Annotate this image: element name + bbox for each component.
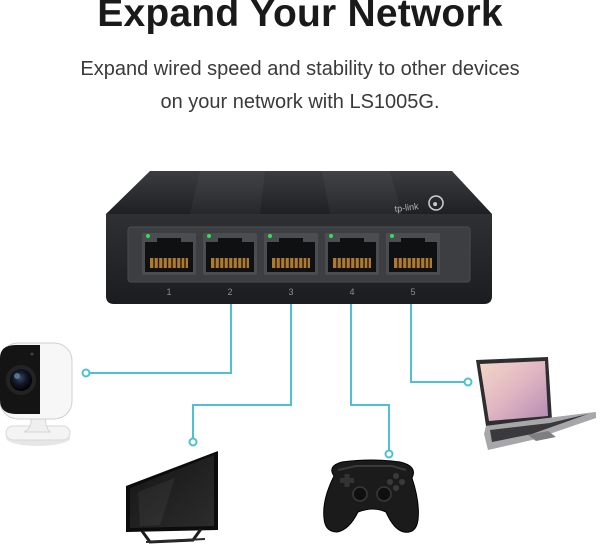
headline: Expand Your Network <box>97 0 503 35</box>
subtitle-line-2: on your network with LS1005G. <box>160 91 440 113</box>
ethernet-cables <box>88 303 466 452</box>
cable-endpoints <box>81 368 473 459</box>
port-led <box>390 234 394 238</box>
port-number-2: 2 <box>227 287 232 297</box>
ethernet-port-2 <box>203 233 257 275</box>
cable-port-4 <box>350 303 390 452</box>
laptop-icon <box>476 357 596 450</box>
port-led <box>207 234 211 238</box>
endpoint-tv <box>188 437 198 447</box>
network-switch: tp-link <box>106 171 492 304</box>
cable-port-5 <box>410 303 466 383</box>
brand-logo <box>428 195 444 211</box>
ethernet-port-3 <box>264 233 318 275</box>
cable-port-3 <box>192 303 292 440</box>
brand-text: tp-link <box>394 201 420 214</box>
ethernet-port-4 <box>325 233 379 275</box>
ethernet-port-5 <box>386 233 440 275</box>
port-number-1: 1 <box>166 287 171 297</box>
endpoint-laptop <box>463 377 473 387</box>
port-led <box>146 234 150 238</box>
gamepad-icon <box>323 459 419 533</box>
endpoint-gamepad <box>384 449 394 459</box>
cable-port-2 <box>88 303 232 374</box>
port-number-5: 5 <box>410 287 415 297</box>
switch-top <box>106 171 492 214</box>
subtitle-line-1: Expand wired speed and stability to othe… <box>80 58 520 80</box>
port-number-3: 3 <box>288 287 293 297</box>
ethernet-port-1 <box>142 233 196 275</box>
port-number-4: 4 <box>349 287 354 297</box>
endpoint-camera <box>81 368 91 378</box>
camera-icon <box>0 342 73 446</box>
tv-icon <box>126 451 218 544</box>
port-led <box>329 234 333 238</box>
port-led <box>268 234 272 238</box>
